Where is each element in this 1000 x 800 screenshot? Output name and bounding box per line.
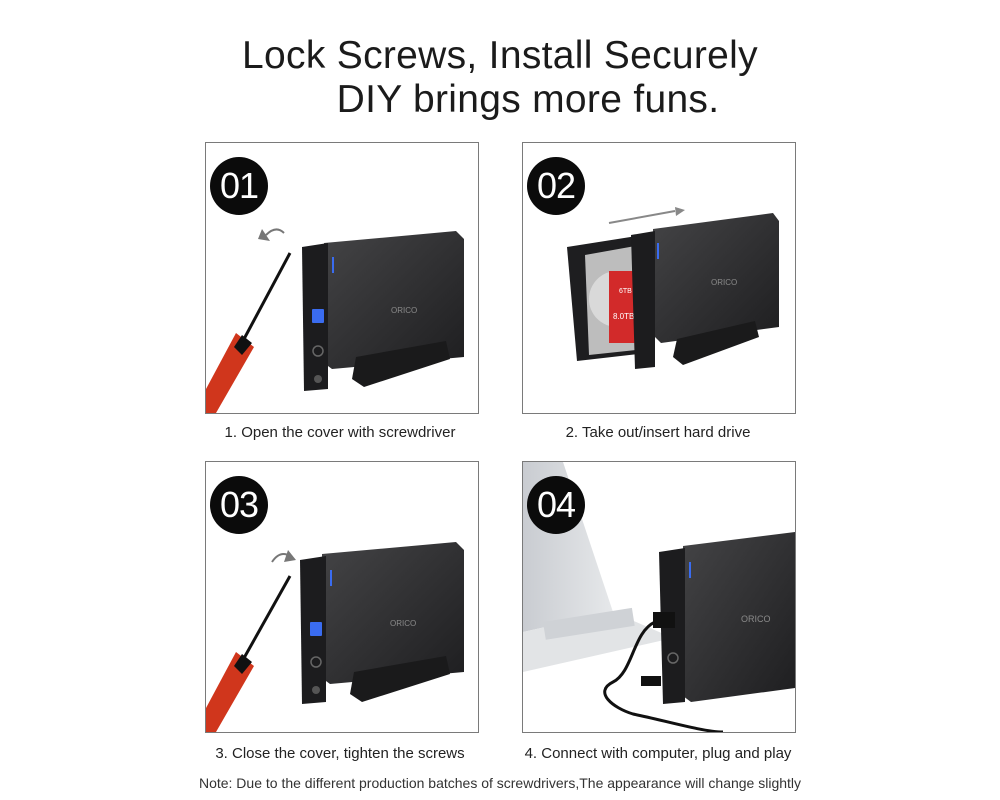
step-badge: 01: [210, 157, 268, 215]
step-4-panel: ORICO 04: [522, 461, 796, 733]
step-badge: 03: [210, 476, 268, 534]
headline-line-2: DIY brings more funs.: [336, 78, 720, 121]
slide-arrow-icon: [608, 210, 676, 224]
brand-logo: ORICO: [711, 278, 737, 287]
step-1-illustration: ORICO: [206, 228, 464, 413]
step-badge: 04: [527, 476, 585, 534]
brand-logo: ORICO: [741, 614, 771, 624]
step-2-illustration: 6TB 8.0TB ORICO: [567, 207, 779, 369]
brand-logo: ORICO: [390, 619, 416, 628]
hdd-badge-text: 6TB: [619, 288, 632, 295]
footnote: Note: Due to the different production ba…: [198, 775, 802, 791]
brand-logo: ORICO: [391, 306, 417, 315]
usb-cable: [603, 620, 724, 732]
step-1-panel: ORICO 01: [205, 142, 479, 414]
usb-plug: [653, 612, 675, 628]
step-2-panel: 6TB 8.0TB ORICO 02: [522, 142, 796, 414]
step-3-illustration: ORICO: [206, 542, 464, 732]
step-badge: 02: [527, 157, 585, 215]
step-3-panel: ORICO 03: [205, 461, 479, 733]
hdd-capacity-text: 8.0TB: [613, 312, 634, 321]
step-3-caption: 3. Close the cover, tighten the screws: [215, 745, 465, 762]
headline-line-1: Lock Screws, Install Securely: [242, 34, 758, 77]
step-4-caption: 4. Connect with computer, plug and play: [524, 745, 792, 762]
step-2-caption: 2. Take out/insert hard drive: [565, 424, 751, 441]
step-1-caption: 1. Open the cover with screwdriver: [224, 424, 456, 441]
rotate-arrow-icon: [265, 228, 285, 236]
